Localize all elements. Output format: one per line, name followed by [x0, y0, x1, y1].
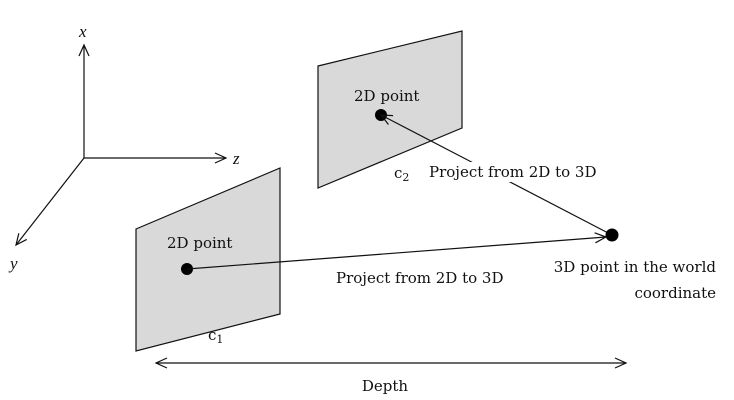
coordinate-axes: x z y — [8, 22, 240, 273]
x-axis-label: x — [78, 22, 87, 41]
camera2-point-label: 2D point — [354, 87, 419, 105]
camera2-label: c2 — [394, 164, 409, 184]
world-point-label-line2: coordinate — [634, 284, 716, 302]
camera1-image-plane — [135, 167, 281, 352]
camera1-plane-group: 2D point c1 — [135, 167, 281, 352]
z-axis-label: z — [232, 149, 240, 168]
camera2-plane-group: 2D point c2 — [317, 30, 463, 189]
camera1-label: c1 — [208, 326, 223, 346]
projection-label-c1: Project from 2D to 3D — [336, 269, 504, 287]
projection-label-c2: Project from 2D to 3D — [429, 163, 597, 181]
c2-projection-label-bg — [428, 162, 623, 182]
camera1-point-label: 2D point — [167, 234, 232, 252]
depth-label: Depth — [362, 377, 409, 395]
camera2-image-plane — [317, 30, 463, 189]
y-axis-label: y — [8, 254, 18, 273]
world-3d-point — [605, 228, 619, 242]
y-axis-line — [15, 157, 85, 247]
projection-ray-c1 — [186, 232, 608, 270]
world-point-label-line1: 3D point in the world — [554, 258, 717, 276]
